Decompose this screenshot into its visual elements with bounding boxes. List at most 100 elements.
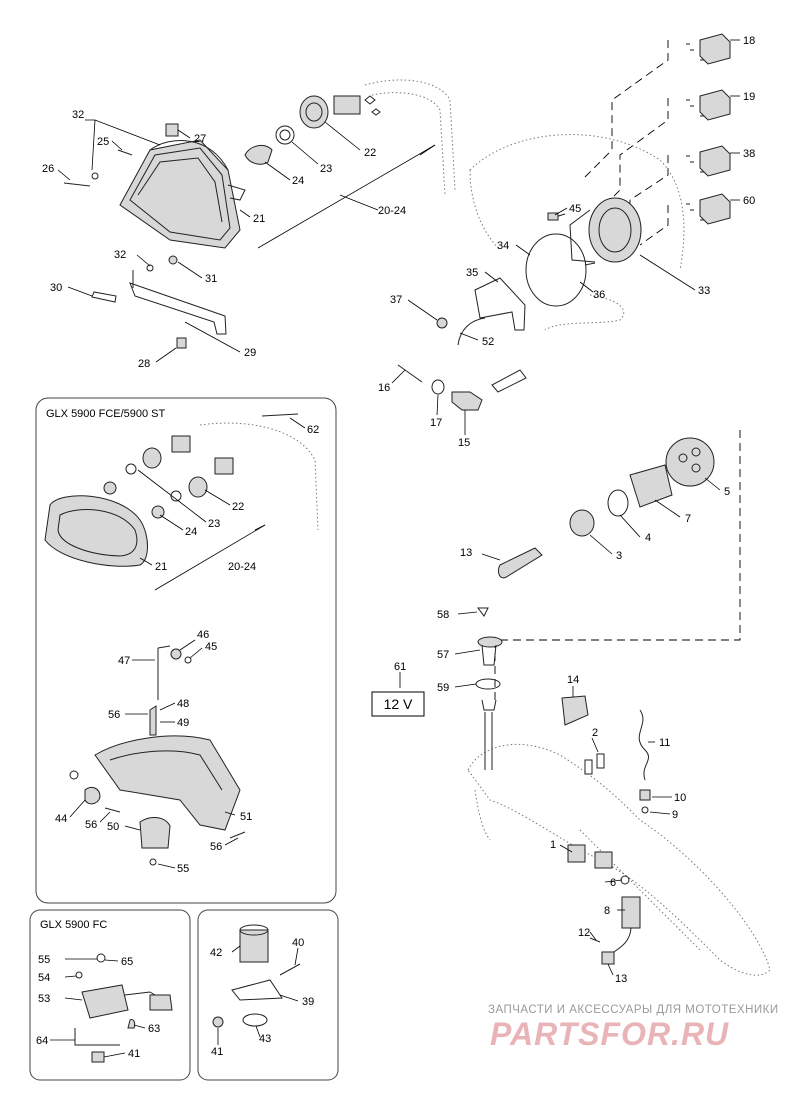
connector-38 xyxy=(686,145,731,177)
callout-61: 61 xyxy=(394,661,406,673)
callout-36: 36 xyxy=(593,289,605,301)
inset1-pedal-assembly xyxy=(69,645,246,866)
callout-54: 54 xyxy=(38,972,50,984)
callout-24b: 24 xyxy=(185,526,197,538)
callout-55b: 55 xyxy=(38,954,50,966)
callout-58: 58 xyxy=(437,609,449,621)
callout-11: 11 xyxy=(659,737,670,749)
callout-labels: 18 19 38 60 32 27 25 26 23 22 24 21 20-2… xyxy=(36,35,755,1060)
callout-7: 7 xyxy=(685,513,691,525)
callout-9: 9 xyxy=(672,809,678,821)
headlight-bracket xyxy=(91,255,227,349)
callout-25: 25 xyxy=(97,136,109,148)
bracket-35 xyxy=(474,277,526,331)
callout-18: 18 xyxy=(743,35,755,47)
callout-21: 21 xyxy=(253,213,265,225)
callout-16: 16 xyxy=(378,382,390,394)
callout-20-24b: 20-24 xyxy=(228,561,256,573)
callout-45b: 45 xyxy=(205,641,217,653)
voltage-label: 12 V xyxy=(384,696,413,712)
headlight-assembly xyxy=(63,95,381,249)
callout-6: 6 xyxy=(610,877,616,889)
callout-4: 4 xyxy=(645,532,651,544)
watermark-logo: PARTSFOR.RU xyxy=(490,1016,730,1052)
callout-46: 46 xyxy=(197,629,209,641)
callout-10: 10 xyxy=(674,792,686,804)
connector-19 xyxy=(686,89,731,121)
callout-63: 63 xyxy=(148,1023,160,1035)
callout-43: 43 xyxy=(259,1033,271,1045)
inset-frame-fce-st xyxy=(35,397,337,904)
callout-23: 23 xyxy=(320,163,332,175)
callout-34: 34 xyxy=(497,240,509,252)
connector-60 xyxy=(686,193,731,225)
callout-3: 3 xyxy=(616,550,622,562)
callout-60: 60 xyxy=(743,195,755,207)
callout-40: 40 xyxy=(292,937,304,949)
callout-32b: 32 xyxy=(114,249,126,261)
callout-27: 27 xyxy=(194,133,206,145)
callout-56c: 56 xyxy=(210,841,222,853)
callout-50: 50 xyxy=(107,821,119,833)
inset1-headlight xyxy=(44,413,319,567)
callout-22: 22 xyxy=(364,147,376,159)
callout-26: 26 xyxy=(42,163,54,175)
ignition-switch-assembly xyxy=(497,437,715,579)
watermark-subtitle: ЗАПЧАСТИ И АКСЕССУАРЫ ДЛЯ МОТОТЕХНИКИ xyxy=(488,1004,779,1016)
grommet-28 xyxy=(176,337,187,349)
callout-1: 1 xyxy=(550,839,556,851)
callout-41b: 41 xyxy=(211,1046,223,1058)
callout-52: 52 xyxy=(482,336,494,348)
callout-12: 12 xyxy=(578,927,590,939)
leader-lines xyxy=(50,39,740,1058)
callout-14: 14 xyxy=(567,674,579,686)
callout-33: 33 xyxy=(698,285,710,297)
callout-22b: 22 xyxy=(232,501,244,513)
callout-42: 42 xyxy=(210,947,222,959)
inset-frame-fc xyxy=(29,909,191,1081)
callout-56: 56 xyxy=(108,709,120,721)
bulb-socket-27 xyxy=(165,123,179,137)
callout-65: 65 xyxy=(121,956,133,968)
callout-21b: 21 xyxy=(155,561,167,573)
callout-47: 47 xyxy=(118,655,130,667)
callout-15: 15 xyxy=(458,437,470,449)
callout-13: 13 xyxy=(460,547,472,559)
callout-45: 45 xyxy=(569,203,581,215)
callout-39: 39 xyxy=(302,996,314,1008)
connector-18 xyxy=(686,33,731,65)
callout-49: 49 xyxy=(177,717,189,729)
callout-28: 28 xyxy=(138,358,150,370)
callout-19: 19 xyxy=(743,91,755,103)
callout-53: 53 xyxy=(38,993,50,1005)
inset-title-fc: GLX 5900 FC xyxy=(40,919,107,931)
callout-17: 17 xyxy=(430,417,442,429)
callout-51: 51 xyxy=(240,811,252,823)
callout-29: 29 xyxy=(244,347,256,359)
callout-32: 32 xyxy=(72,109,84,121)
dashed-grouping-lines xyxy=(494,40,741,700)
callout-5: 5 xyxy=(724,486,730,498)
voltage-label-box: 12 V xyxy=(371,691,425,717)
inset-title-fce-st: GLX 5900 FCE/5900 ST xyxy=(46,408,166,420)
callout-30: 30 xyxy=(50,282,62,294)
callout-24: 24 xyxy=(292,175,304,187)
callout-64: 64 xyxy=(36,1035,48,1047)
callout-55: 55 xyxy=(177,863,189,875)
inset2-module xyxy=(74,953,173,1063)
callout-23b: 23 xyxy=(208,518,220,530)
callout-38: 38 xyxy=(743,148,755,160)
callout-57: 57 xyxy=(437,649,449,661)
callout-41: 41 xyxy=(128,1048,140,1060)
gasket-34 xyxy=(525,233,587,307)
callout-62: 62 xyxy=(307,424,319,436)
speedometer-assembly xyxy=(436,33,731,346)
callout-35: 35 xyxy=(466,267,478,279)
center-components xyxy=(475,607,651,965)
callout-44: 44 xyxy=(55,813,67,825)
cable-fittings xyxy=(397,364,527,411)
callout-59: 59 xyxy=(437,682,449,694)
callout-2: 2 xyxy=(592,727,598,739)
